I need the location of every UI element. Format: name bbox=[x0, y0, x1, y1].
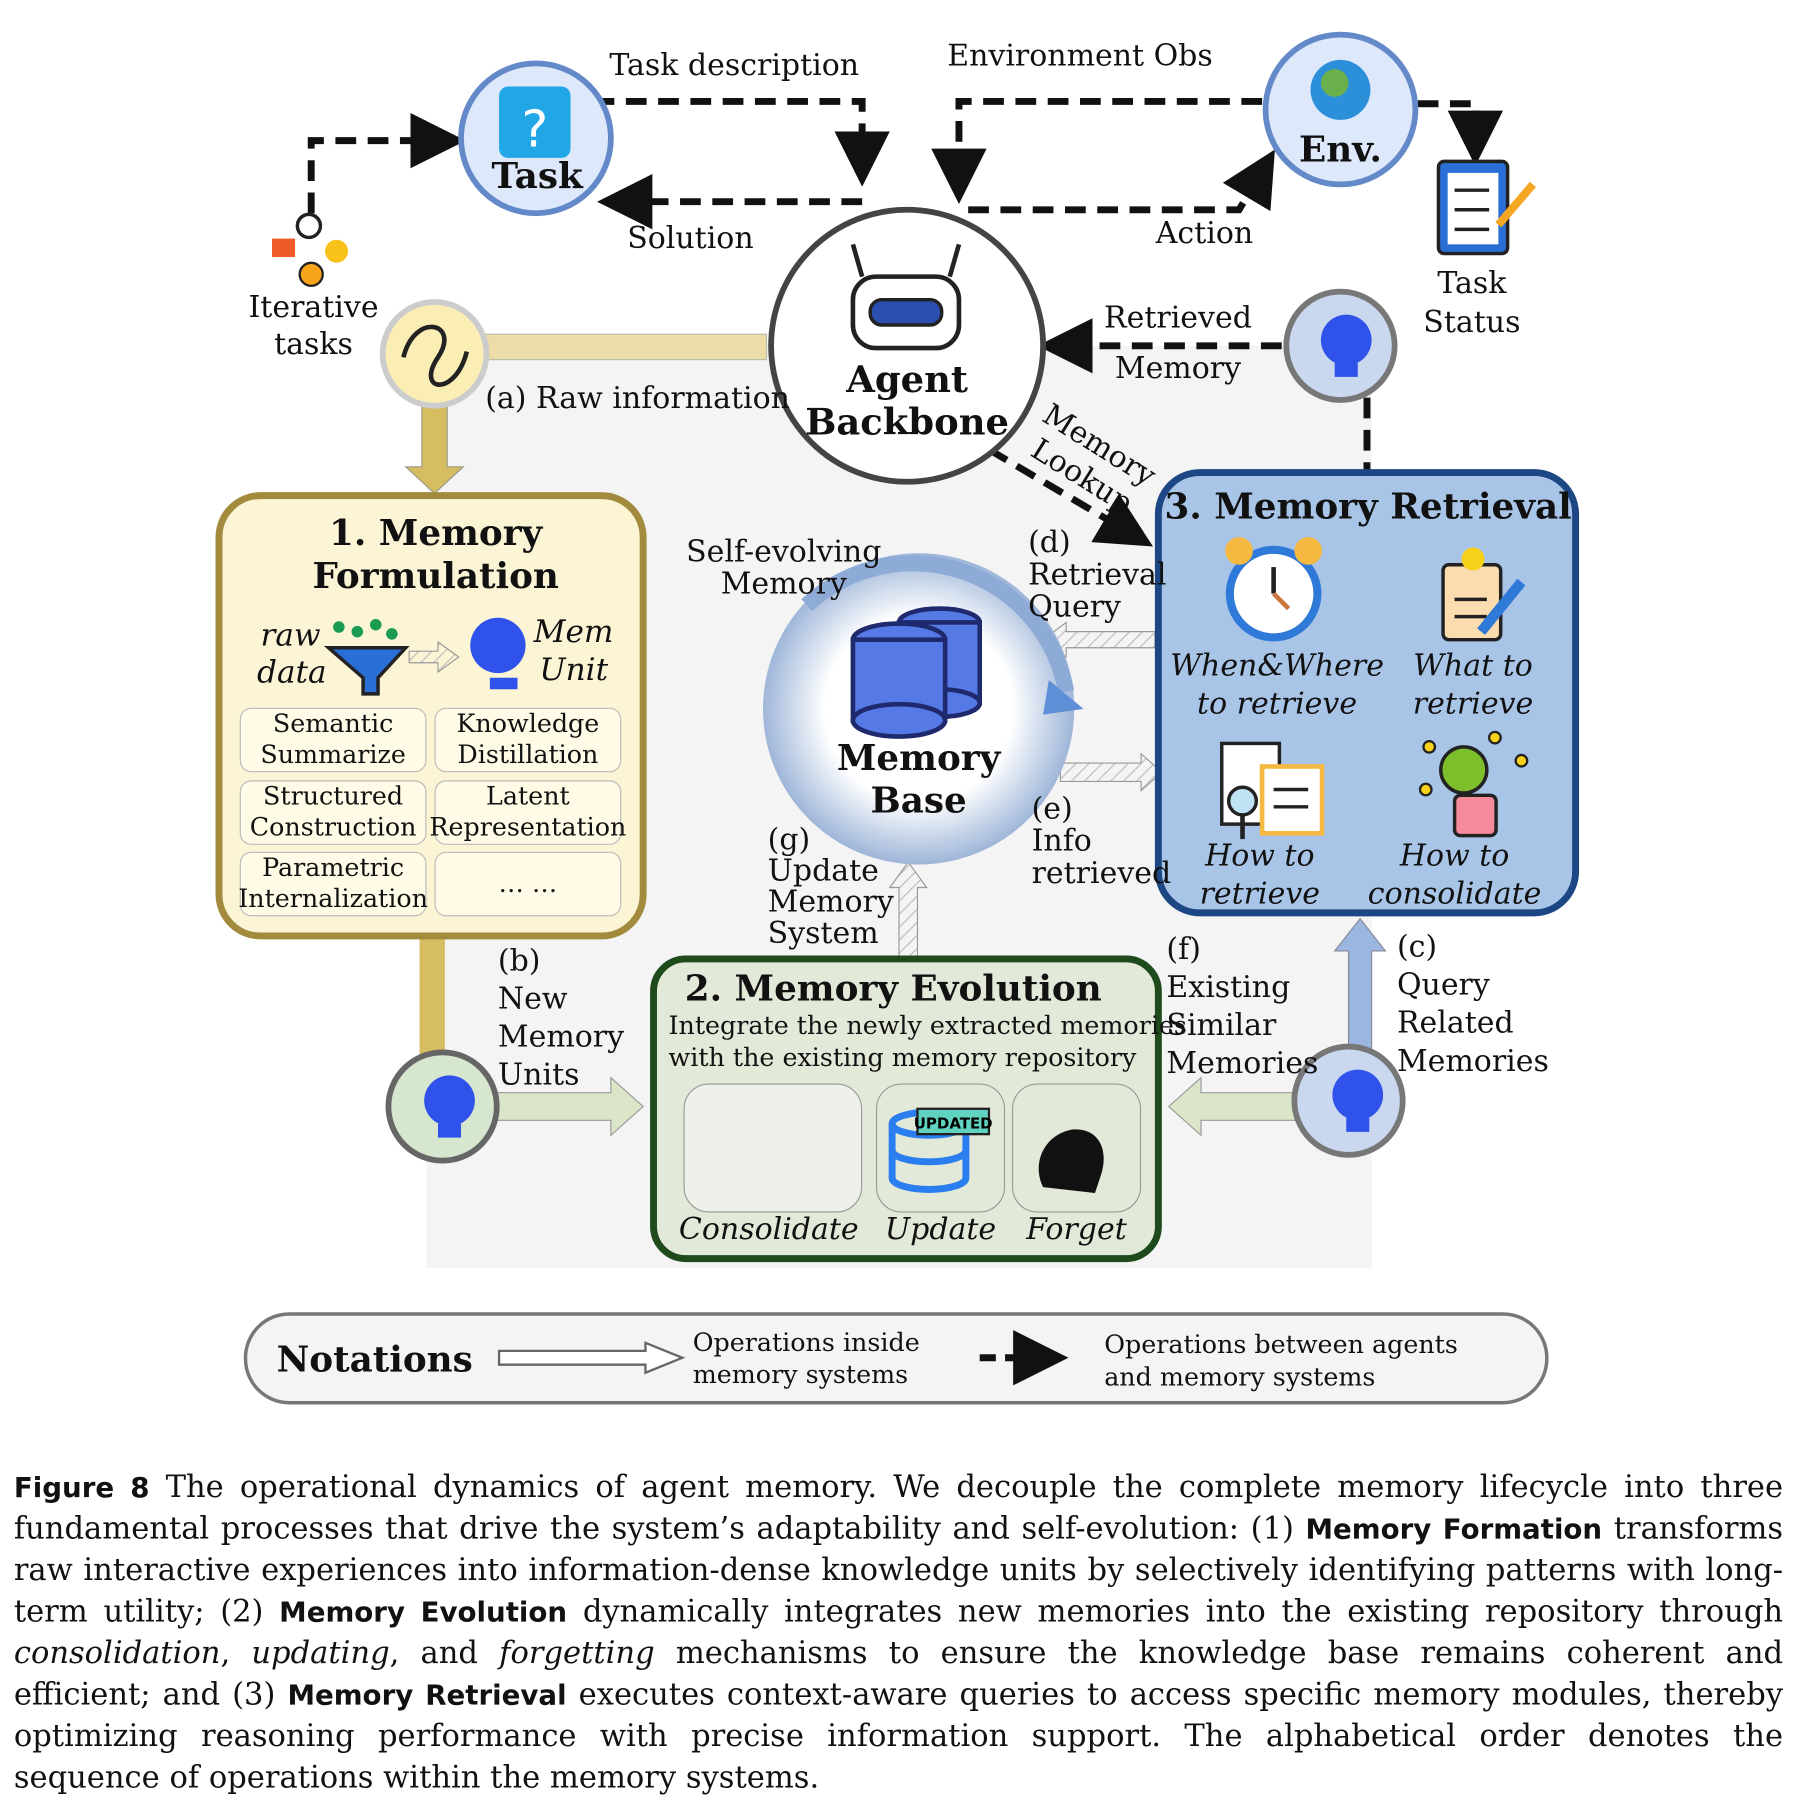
swirl-icon bbox=[401, 324, 470, 387]
environment-obs-label: Environment Obs bbox=[947, 39, 1213, 74]
e-arrow bbox=[1059, 752, 1163, 792]
iterative-label-1: Iterative bbox=[248, 290, 379, 326]
figure-caption: Figure 8 The operational dynamics of age… bbox=[13, 1469, 1784, 1796]
task-label: Task bbox=[491, 155, 583, 198]
question-icon bbox=[499, 86, 571, 158]
database-icon bbox=[850, 606, 983, 739]
evolution-title: 2. Memory Evolution bbox=[684, 968, 1102, 1010]
task-status-icon bbox=[1436, 159, 1537, 256]
mem-unit-icon bbox=[470, 617, 526, 690]
down-arrow bbox=[404, 402, 465, 495]
op-consolidate: Consolidate bbox=[678, 1212, 859, 1248]
task-status-label-1: Task bbox=[1437, 266, 1507, 301]
notations-box bbox=[243, 1312, 1549, 1405]
retrieval-title: 3. Memory Retrieval bbox=[1164, 486, 1572, 528]
touch-icon bbox=[1418, 730, 1529, 838]
consolidate-card bbox=[683, 1083, 863, 1213]
raw-info-node bbox=[379, 299, 490, 409]
formulation-title-2: Formulation bbox=[312, 555, 559, 598]
notations-title: Notations bbox=[276, 1339, 473, 1381]
solution-label: Solution bbox=[627, 221, 754, 256]
env-label: Env. bbox=[1299, 129, 1382, 171]
iterative-label-2: tasks bbox=[274, 327, 353, 362]
task-status-label-2: Status bbox=[1423, 305, 1521, 341]
b-band bbox=[419, 935, 445, 1063]
task-description-label: Task description bbox=[609, 48, 860, 83]
c-arrow bbox=[1333, 917, 1387, 1050]
formulation-title-1: 1. Memory bbox=[329, 512, 543, 555]
idea-note-icon bbox=[1441, 547, 1526, 642]
formulation-arrow bbox=[408, 640, 460, 674]
mem-label-1: Mem bbox=[533, 614, 614, 651]
evolution-desc-1: Integrate the newly extracted memories bbox=[668, 1011, 1187, 1041]
bulb-icons bbox=[424, 314, 1384, 1138]
raw-label-2: data bbox=[257, 654, 327, 691]
retrieved-label-1: Retrieved bbox=[1104, 300, 1252, 336]
funnel-icon bbox=[323, 618, 410, 696]
op-update: Update bbox=[884, 1212, 997, 1248]
cycle-arrow bbox=[801, 555, 1075, 693]
f-arrow bbox=[1167, 1076, 1298, 1137]
raw-info-label: (a) Raw information bbox=[485, 381, 790, 417]
action-label: Action bbox=[1155, 216, 1254, 252]
b-arrow bbox=[495, 1076, 645, 1137]
alarm-clock-icon bbox=[1225, 537, 1323, 642]
update-database-icon bbox=[888, 1107, 991, 1193]
figure: ? UPDATED Task Env. Agent Ba bbox=[14, 31, 1783, 1796]
g-arrow bbox=[888, 861, 928, 958]
forget-head-icon bbox=[1038, 1129, 1104, 1193]
agent-label-2: Backbone bbox=[805, 399, 1009, 444]
dashed-edges bbox=[307, 97, 1503, 547]
formulation-cell: … … bbox=[434, 851, 622, 917]
retrieved-label-2: Memory bbox=[1114, 351, 1242, 387]
update-card bbox=[875, 1083, 1006, 1213]
raw-label-1: raw bbox=[260, 617, 321, 654]
agent-label-1: Agent bbox=[846, 357, 968, 402]
svg-text:?: ? bbox=[521, 99, 548, 158]
mem-label-2: Unit bbox=[539, 652, 609, 689]
raw-info-band bbox=[483, 333, 768, 361]
memory-base-label-1: Memory bbox=[836, 737, 1001, 780]
evolution-desc-2: with the existing memory repository bbox=[668, 1044, 1137, 1074]
diagram-graphics: ? UPDATED bbox=[215, 31, 1580, 1405]
forget-card bbox=[1011, 1083, 1142, 1213]
iterative-tasks-icon bbox=[272, 212, 349, 287]
op-forget: Forget bbox=[1026, 1212, 1127, 1248]
solid-arrow-sample bbox=[497, 1341, 686, 1375]
updated-badge: UPDATED bbox=[914, 1114, 993, 1132]
document-search-icon bbox=[1220, 741, 1325, 840]
memory-base-label-2: Base bbox=[870, 780, 967, 822]
